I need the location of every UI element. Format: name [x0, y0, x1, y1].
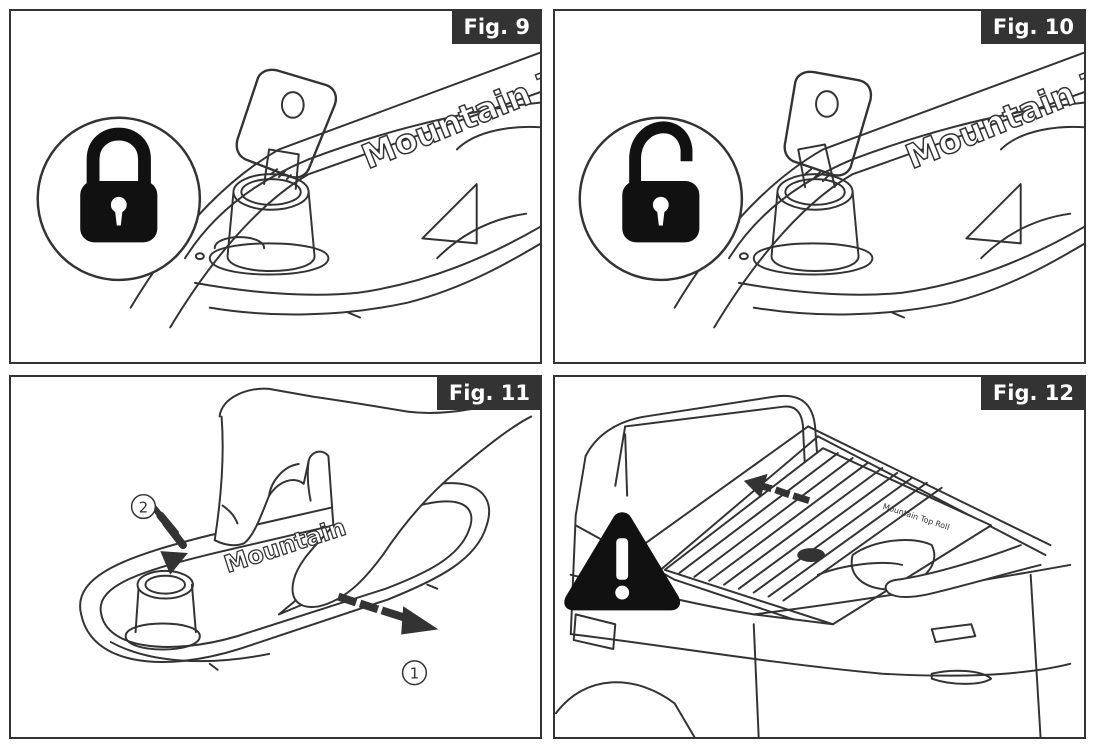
figure-label: Fig. 12	[980, 377, 1084, 410]
step-2-callout: 2	[130, 493, 157, 520]
lock-closed-icon	[36, 116, 202, 282]
figure-label: Fig. 9	[451, 11, 540, 44]
figure-label: Fig. 10	[980, 11, 1084, 44]
press-arrow-icon	[160, 551, 188, 575]
engraving-text: Mountain T	[356, 61, 540, 177]
lock-open-icon	[578, 116, 744, 282]
slide-direction-arrow-icon	[743, 473, 811, 504]
lock-key-turned-unlocked-illustration: Mountain T	[578, 51, 1084, 329]
warning-icon	[564, 512, 681, 611]
step-1-number: 1	[410, 666, 419, 683]
figure-12-panel: Mountain Top Roll Fig. 12	[553, 375, 1086, 739]
step-1-callout: 1	[401, 660, 428, 686]
slide-arrow-icon	[337, 592, 405, 622]
figure-11-panel: Mountain 1 2 Fig. 11	[9, 375, 542, 739]
lock-key-turned-locked-illustration: Mountain T	[36, 51, 540, 329]
step-2-number: 2	[139, 499, 148, 516]
figure-10-panel: Mountain T Fig. 10	[553, 9, 1086, 364]
engraving-text: Mountain T	[900, 61, 1084, 177]
press-and-slide-handle-illustration: Mountain 1 2	[79, 387, 533, 686]
figure-9-panel: Mountain T Fig. 9	[9, 9, 542, 364]
truck-bed-cover-closing-illustration: Mountain Top Roll	[555, 394, 1072, 737]
figure-label: Fig. 11	[436, 377, 540, 410]
